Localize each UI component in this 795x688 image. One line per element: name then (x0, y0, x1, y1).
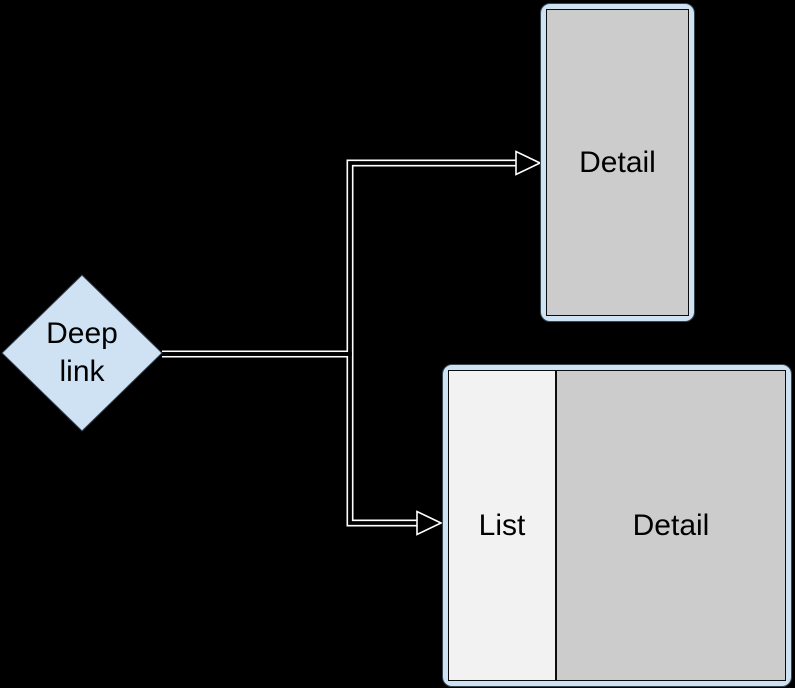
arrowhead-to-phone-icon (515, 150, 542, 176)
tablet-detail-pane-label: Detail (632, 508, 710, 542)
phone-detail-pane-label: Detail (579, 145, 656, 179)
tablet-screen: List Detail (448, 370, 786, 681)
deep-link-diamond-node (1, 274, 163, 432)
tablet-list-pane: List (449, 371, 557, 680)
arrowhead-to-tablet-icon (416, 510, 443, 536)
tablet-frame: List Detail (442, 364, 792, 687)
tablet-detail-pane: Detail (557, 371, 785, 680)
connector-deeplink-to-phone-casing (162, 159, 517, 358)
phone-frame: Detail (540, 3, 695, 322)
tablet-list-pane-label: List (478, 508, 526, 542)
connector-deeplink-to-tablet-casing (162, 350, 418, 527)
phone-screen: Detail (546, 9, 689, 316)
connector-deeplink-to-tablet-core (162, 352, 418, 525)
connector-deeplink-to-phone-core (162, 161, 517, 356)
deep-link-label: Deep link (46, 317, 118, 388)
